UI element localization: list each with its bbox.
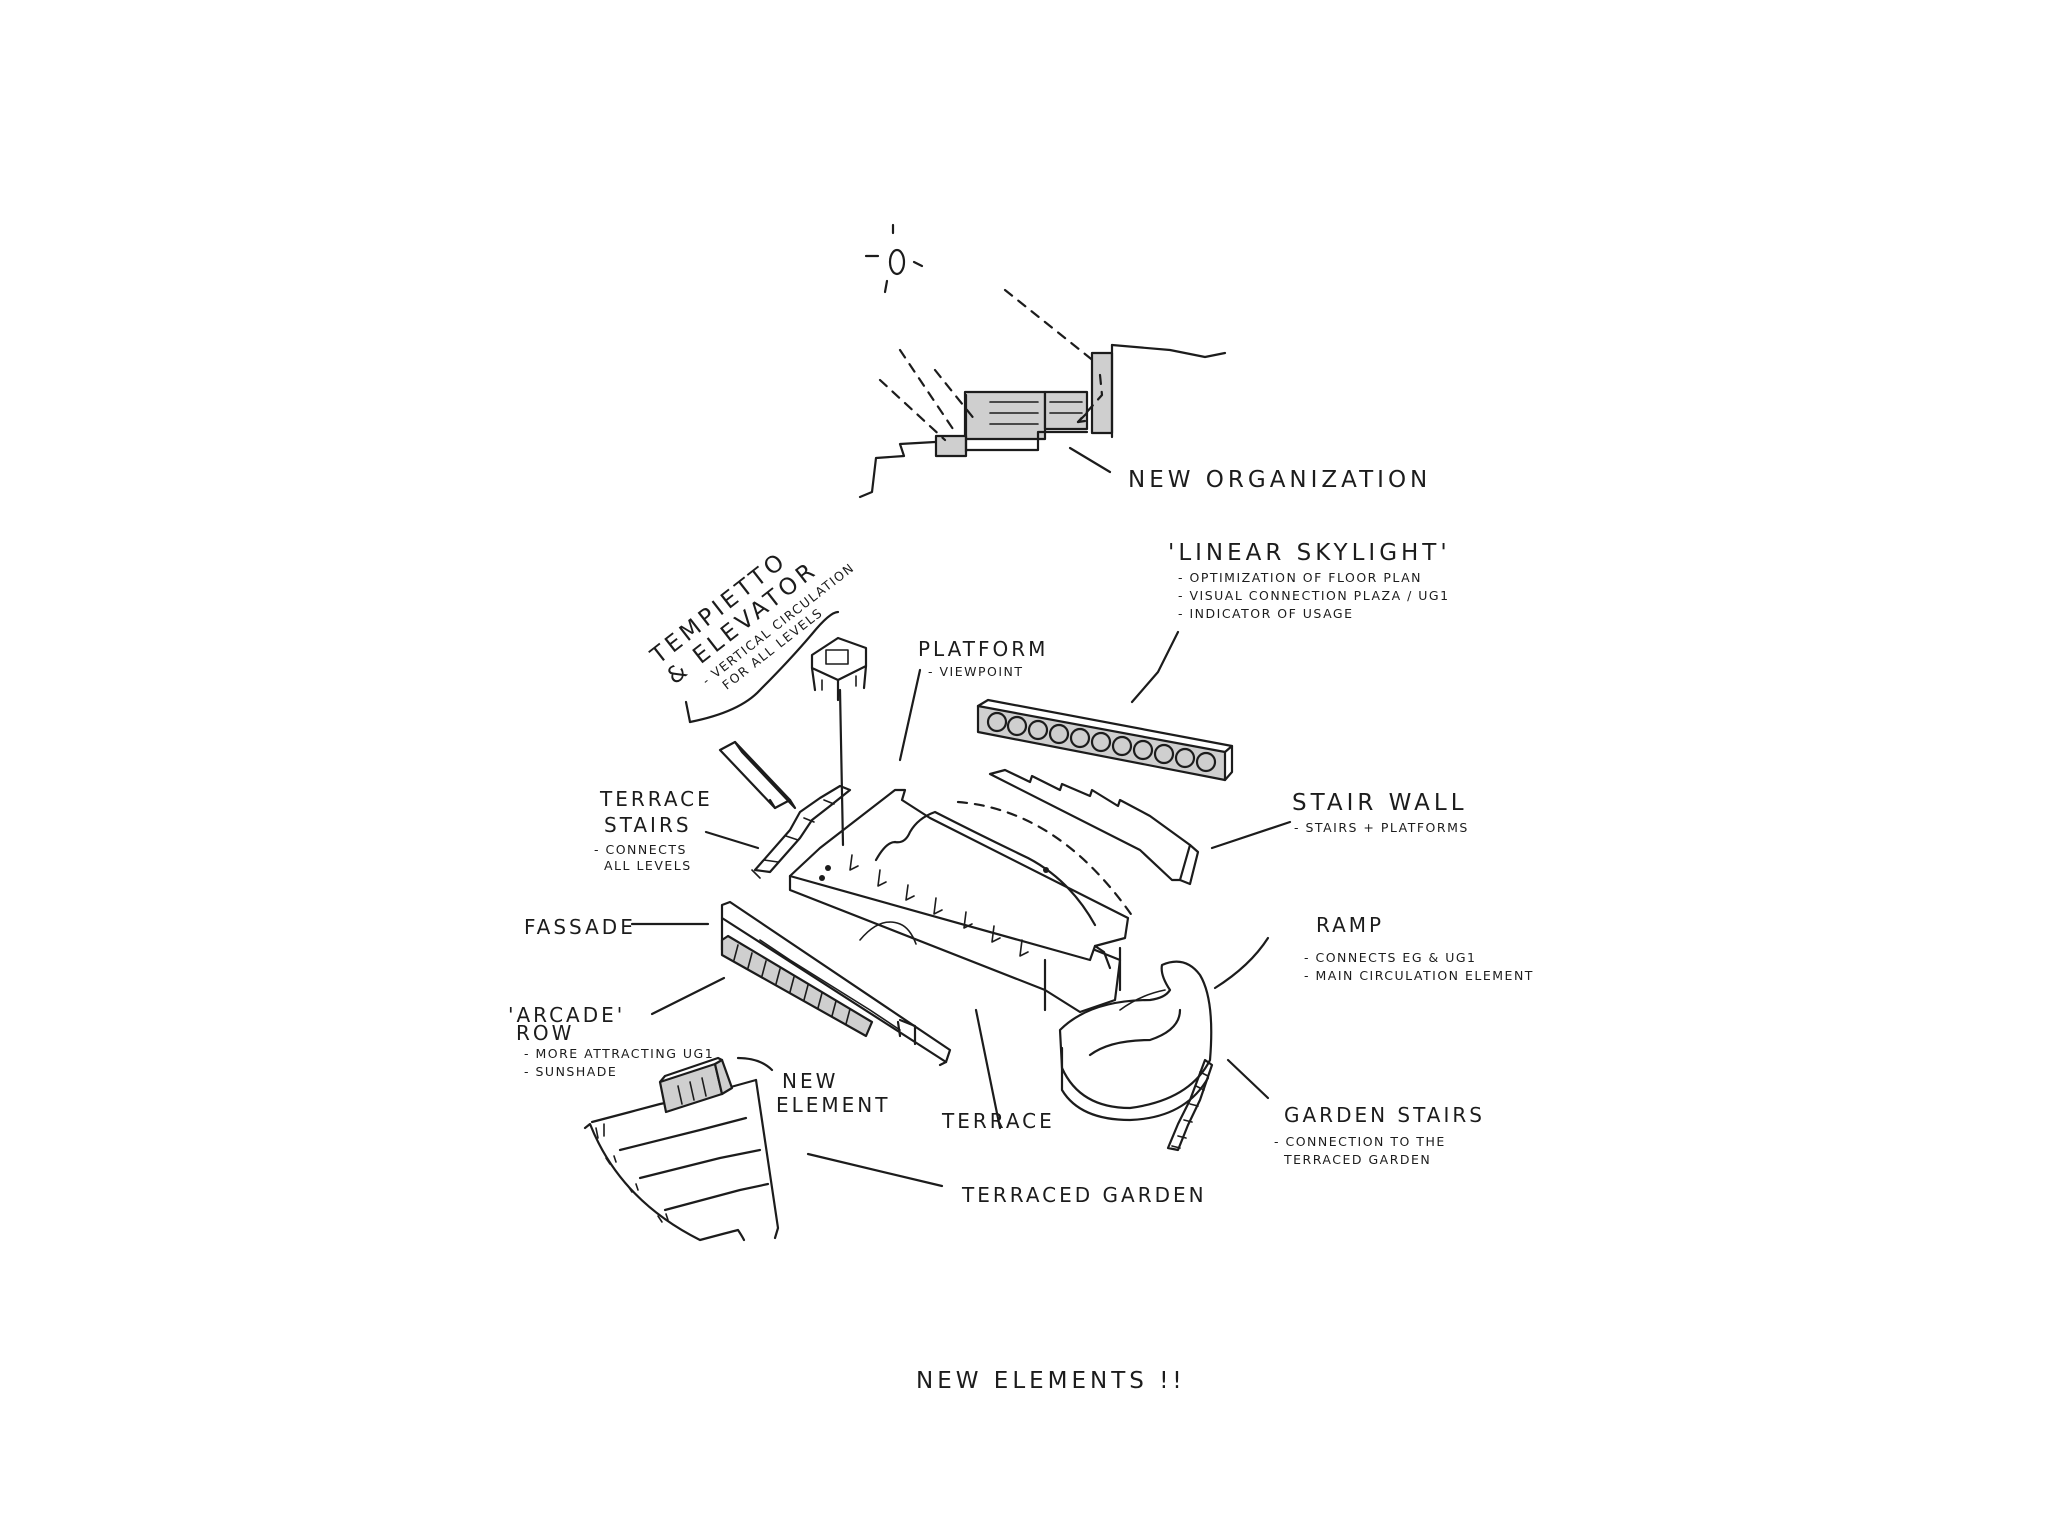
platform-note-1: - VIEWPOINT bbox=[928, 664, 1024, 679]
new-element-title-line1: NEW bbox=[782, 1069, 838, 1093]
ramp-note-1: - CONNECTS EG & UG1 bbox=[1304, 950, 1477, 965]
garden-stairs-note-2: TERRACED GARDEN bbox=[1283, 1152, 1431, 1167]
arcade-row-title-line1: 'ARCADE' bbox=[508, 1003, 625, 1027]
ramp-note-2: - MAIN CIRCULATION ELEMENT bbox=[1304, 968, 1534, 983]
fassade-title: FASSADE bbox=[524, 915, 636, 939]
section-sketch: NEW ORGANIZATION bbox=[858, 223, 1431, 499]
terraced-garden-title: TERRACED GARDEN bbox=[961, 1183, 1207, 1207]
tempietto-label: TEMPIETTO & ELEVATOR - VERTICAL CIRCULAT… bbox=[645, 547, 857, 692]
section-building bbox=[934, 343, 1114, 458]
new-organization-label: NEW ORGANIZATION bbox=[1128, 467, 1431, 493]
stair-wall-note-1: - STAIRS + PLATFORMS bbox=[1294, 820, 1469, 835]
terrace-stairs-title-line2: STAIRS bbox=[604, 813, 692, 837]
terrace-stairs-note-2: ALL LEVELS bbox=[604, 858, 692, 873]
linear-skylight-note-1: - OPTIMIZATION OF FLOOR PLAN bbox=[1178, 570, 1422, 585]
sun-rays bbox=[878, 288, 1104, 442]
linear-skylight-note-3: - INDICATOR OF USAGE bbox=[1178, 606, 1354, 621]
fassade-element bbox=[720, 900, 952, 1067]
stair-wall bbox=[988, 768, 1200, 886]
ramp-element bbox=[1058, 960, 1213, 1122]
ramp-title: RAMP bbox=[1316, 913, 1384, 937]
arcade-row bbox=[720, 934, 874, 1038]
terrace-stairs-title-line1: TERRACE bbox=[599, 787, 713, 811]
linear-skylight-note-2: - VISUAL CONNECTION PLAZA / UG1 bbox=[1178, 588, 1450, 603]
new-element-title-line2: ELEMENT bbox=[776, 1093, 891, 1117]
garden-stairs-note-1: - CONNECTION TO THE bbox=[1274, 1134, 1446, 1149]
leader-lines bbox=[630, 610, 1292, 1188]
arcade-row-note-1: - MORE ATTRACTING UG1 bbox=[524, 1046, 714, 1061]
arcade-row-note-2: - SUNSHADE bbox=[524, 1064, 617, 1079]
garden-stairs bbox=[1166, 1058, 1214, 1152]
small-platform-box bbox=[718, 740, 797, 810]
sun-icon bbox=[864, 223, 924, 294]
garden-stairs-title: GARDEN STAIRS bbox=[1284, 1103, 1485, 1127]
linear-skylight bbox=[976, 698, 1234, 782]
new-organization-leader bbox=[1068, 446, 1112, 474]
dashed-arc bbox=[956, 800, 1137, 922]
terrain-right bbox=[1110, 343, 1227, 359]
platform-title: PLATFORM bbox=[918, 637, 1048, 661]
terrace-stairs bbox=[751, 784, 852, 879]
terrace-stairs-note-1: - CONNECTS bbox=[594, 842, 687, 857]
exploded-axonometric bbox=[583, 636, 1234, 1242]
tempietto-tower bbox=[810, 636, 868, 847]
terrace-title: TERRACE bbox=[941, 1109, 1055, 1133]
linear-skylight-title: 'LINEAR SKYLIGHT' bbox=[1168, 540, 1451, 566]
arcade-row-title-line2: ROW bbox=[516, 1021, 574, 1045]
main-building bbox=[788, 788, 1130, 1014]
stair-wall-title: STAIR WALL bbox=[1292, 790, 1468, 816]
new-element-box bbox=[658, 1056, 734, 1114]
caption-new-elements: NEW ELEMENTS !! bbox=[916, 1368, 1186, 1394]
